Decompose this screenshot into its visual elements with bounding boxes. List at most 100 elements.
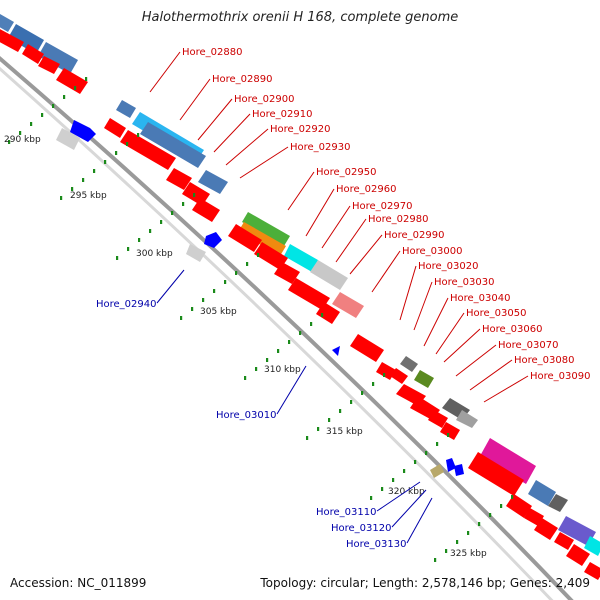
- tick-dot: [63, 95, 66, 99]
- tick-dot: [19, 131, 22, 135]
- tick-dot: [511, 495, 514, 499]
- tick-dot: [244, 376, 247, 380]
- gene-feature: [554, 532, 574, 550]
- tick-dot: [93, 169, 96, 173]
- tick-dot: [246, 262, 249, 266]
- tick-dot: [182, 202, 185, 206]
- gene-feature: [166, 168, 192, 190]
- gene-feature: [242, 212, 290, 246]
- tick-dot: [116, 256, 119, 260]
- gene-feature: [446, 458, 456, 472]
- tick-dot: [202, 298, 205, 302]
- tick-label: 310 kbp: [264, 365, 301, 375]
- leader-line: [443, 328, 481, 363]
- gene-feature: [56, 128, 80, 150]
- gene-label-forward: Hore_03080: [514, 355, 575, 366]
- gene-feature: [116, 100, 136, 118]
- gene-feature: [332, 346, 340, 356]
- tick-dot: [306, 436, 309, 440]
- tick-dot: [310, 322, 313, 326]
- tick-label: 290 kbp: [4, 135, 41, 145]
- gene-feature: [524, 508, 544, 526]
- tick-dot: [445, 549, 448, 553]
- gene-feature: [204, 232, 222, 248]
- gene-feature: [528, 480, 556, 506]
- tick-dot: [299, 331, 302, 335]
- map-title: Halothermothrix orenii H 168, complete g…: [141, 10, 459, 25]
- gene-feature: [584, 562, 600, 580]
- gene-feature: [558, 516, 596, 546]
- tick-dot: [180, 316, 183, 320]
- gene-blocks-lower: [468, 438, 600, 580]
- gene-feature: [440, 422, 460, 440]
- tick-dot: [425, 451, 428, 455]
- leader-line: [213, 113, 251, 153]
- gene-feature: [400, 356, 418, 372]
- leader-line: [455, 344, 497, 377]
- leader-line: [321, 205, 351, 249]
- tick-dot: [321, 313, 324, 317]
- tick-dot: [361, 391, 364, 395]
- gene-feature: [584, 536, 600, 556]
- leader-line: [435, 312, 465, 355]
- tick-dot: [60, 196, 63, 200]
- leader-line: [156, 269, 185, 304]
- tick-dot: [104, 160, 107, 164]
- tick-labels: 290 kbp 295 kbp 300 kbp 305 kbp 310 kbp …: [4, 135, 487, 559]
- gene-feature: [140, 122, 206, 168]
- tick-label: 325 kbp: [450, 549, 487, 559]
- tick-dot: [8, 140, 11, 144]
- leader-line: [423, 297, 449, 347]
- tick-dot: [255, 367, 258, 371]
- tick-dot: [372, 382, 375, 386]
- gene-label-forward: Hore_03050: [466, 308, 527, 319]
- tick-dot: [171, 211, 174, 215]
- gene-feature: [186, 244, 206, 262]
- tick-dot: [392, 478, 395, 482]
- leader-line: [239, 146, 289, 179]
- leader-line: [371, 250, 401, 293]
- gene-feature: [8, 24, 44, 54]
- leader-line: [483, 375, 529, 403]
- tick-dot: [328, 418, 331, 422]
- tick-dot: [257, 253, 260, 257]
- tick-label: 305 kbp: [200, 307, 237, 317]
- tick-dot: [317, 427, 320, 431]
- accession-text: Accession: NC_011899: [10, 576, 147, 590]
- tick-dot: [266, 358, 269, 362]
- gene-label-forward: Hore_02970: [352, 201, 413, 212]
- gene-label-forward: Hore_03020: [418, 261, 479, 272]
- gene-feature: [0, 14, 14, 32]
- tick-dot: [434, 558, 437, 562]
- gene-feature: [70, 120, 96, 142]
- tick-dot: [478, 522, 481, 526]
- leader-line: [179, 78, 211, 121]
- gene-feature: [548, 494, 568, 512]
- tick-dot: [85, 77, 88, 81]
- gene-label-forward: Hore_02890: [212, 74, 273, 85]
- tick-dot: [339, 409, 342, 413]
- leader-line: [276, 365, 307, 415]
- gene-feature: [228, 224, 262, 252]
- gene-feature: [332, 292, 364, 318]
- tick-dot: [193, 193, 196, 197]
- gene-feature: [534, 518, 558, 540]
- leader-line: [305, 188, 335, 237]
- tick-dot: [127, 247, 130, 251]
- gene-feature: [254, 242, 288, 270]
- leader-line: [399, 265, 417, 321]
- tick-dot: [414, 460, 417, 464]
- tick-label: 295 kbp: [70, 191, 107, 201]
- gene-feature: [430, 464, 444, 478]
- gene-feature: [22, 44, 44, 64]
- tick-dot: [436, 442, 439, 446]
- tick-dot: [213, 289, 216, 293]
- tick-dot: [370, 496, 373, 500]
- reverse-gene-labels: Hore_02940Hore_03010Hore_03110Hore_03120…: [96, 269, 433, 550]
- gene-feature: [38, 56, 60, 74]
- tick-label: 300 kbp: [136, 249, 173, 259]
- gene-feature: [288, 278, 330, 310]
- gene-feature: [274, 262, 300, 284]
- tick-dot: [138, 238, 141, 242]
